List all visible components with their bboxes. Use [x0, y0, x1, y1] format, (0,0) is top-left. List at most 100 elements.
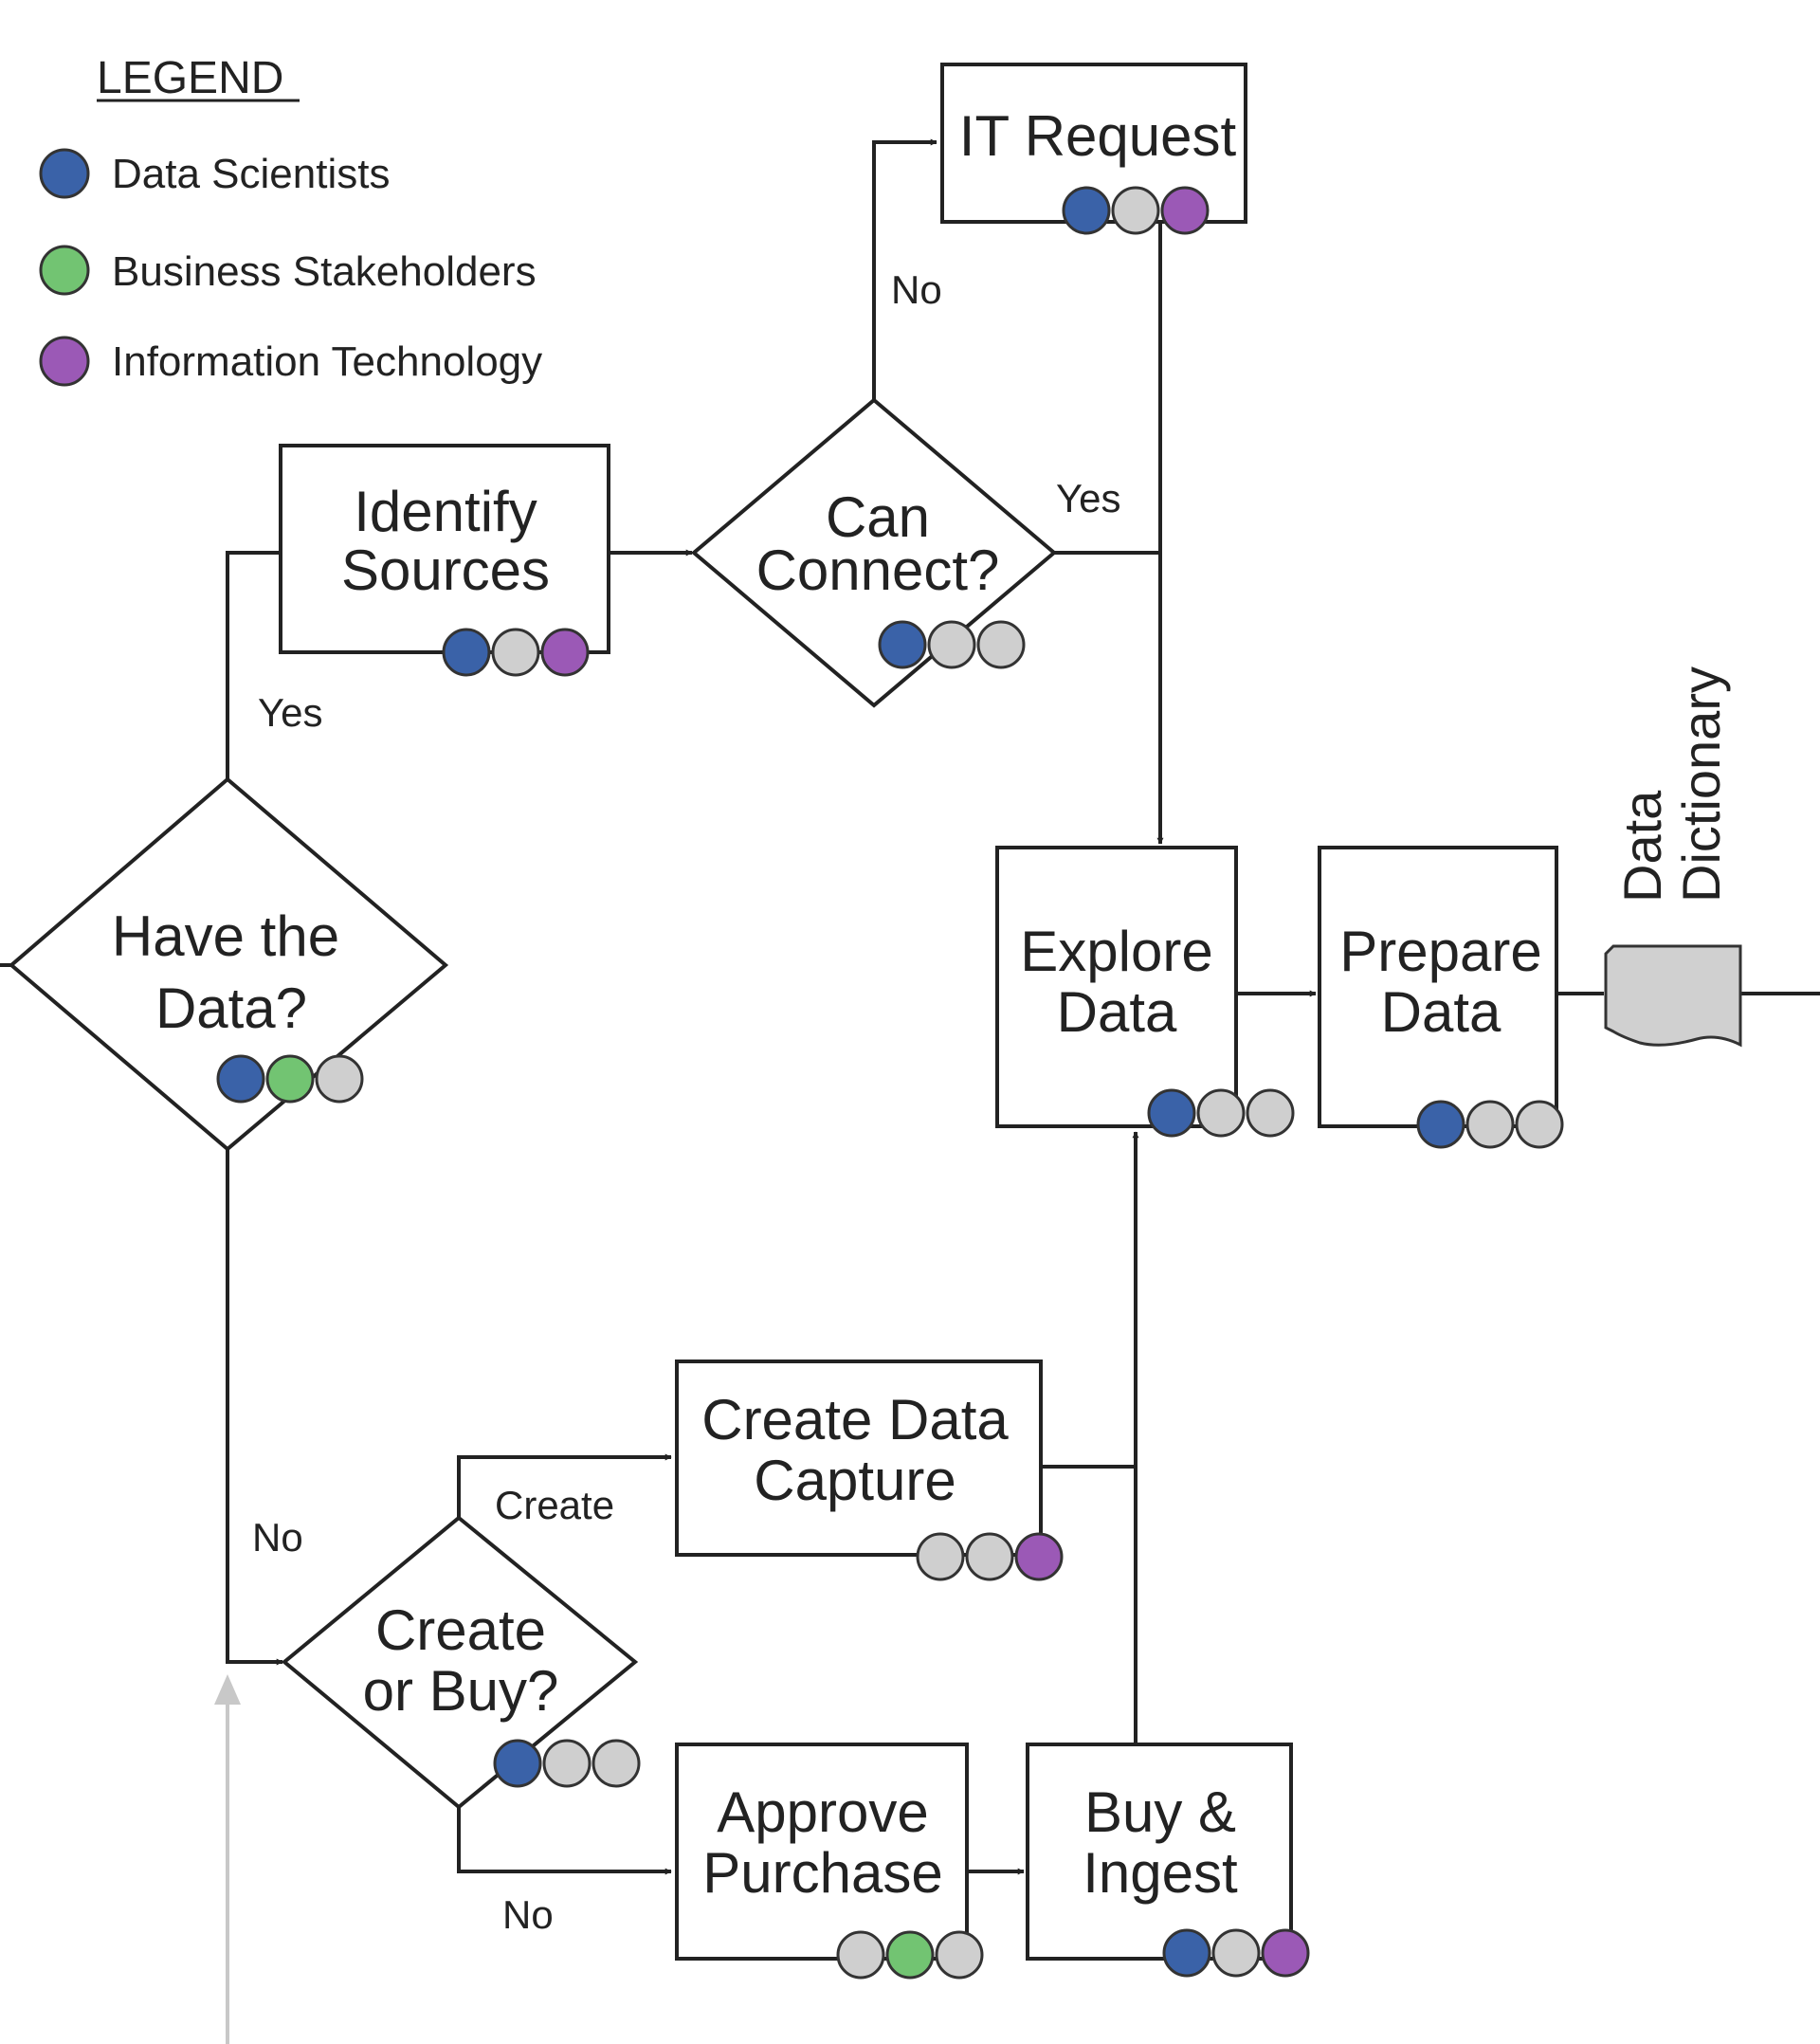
node-it-request: IT Request [940, 63, 1247, 235]
node-buy-and-ingest-roles [1162, 1928, 1310, 1978]
edge-label-no-buy: No [502, 1892, 554, 1937]
data-dictionary-line2: Dictionary [1671, 666, 1731, 903]
node-it-request-roles [1062, 186, 1210, 235]
node-prepare-data-line1: Prepare [1339, 920, 1541, 983]
role-dot-information-technology-inactive [976, 620, 1026, 669]
node-explore-data-roles [1147, 1088, 1295, 1138]
legend-label-business-stakeholders: Business Stakeholders [112, 248, 537, 295]
legend-dot-business-stakeholders [39, 245, 90, 296]
role-dot-information-technology [1261, 1928, 1310, 1978]
role-dot-business-stakeholders-inactive [1196, 1088, 1246, 1138]
role-dot-data-scientists-inactive [836, 1930, 885, 1980]
role-dot-data-scientists [1162, 1928, 1211, 1978]
role-dot-information-technology [1160, 186, 1210, 235]
node-approve-purchase-line1: Approve [717, 1780, 928, 1844]
connectors [0, 138, 1820, 2044]
role-dot-information-technology-inactive [592, 1739, 641, 1788]
data-dictionary: Data Dictionary [1604, 666, 1742, 1048]
node-prepare-data-roles [1416, 1100, 1564, 1149]
node-prepare-data-box [1318, 846, 1558, 1128]
legend-label-data-scientists: Data Scientists [112, 151, 390, 197]
edge-label-no-it: No [891, 267, 942, 312]
node-create-data-capture-box [675, 1360, 1043, 1557]
edge-have-data-yes [226, 551, 281, 779]
legend-dot-information-technology [39, 336, 90, 387]
node-have-the-data-line1: Have the [112, 904, 339, 968]
role-dot-business-stakeholders [885, 1930, 935, 1980]
node-approve-purchase: Approve Purchase [675, 1743, 984, 1980]
node-identify-sources: Identify Sources [279, 444, 610, 677]
role-dot-business-stakeholders-inactive [1465, 1100, 1515, 1149]
node-explore-data-line1: Explore [1020, 920, 1212, 983]
node-explore-data-box [995, 846, 1238, 1128]
node-prepare-data-line2: Data [1381, 980, 1502, 1044]
role-dot-data-scientists [216, 1054, 265, 1104]
node-approve-purchase-box [675, 1743, 969, 1961]
edge-label-create: Create [495, 1483, 614, 1527]
role-dot-data-scientists [1147, 1088, 1196, 1138]
legend-label-information-technology: Information Technology [112, 338, 542, 385]
role-dot-data-scientists [493, 1739, 542, 1788]
node-buy-and-ingest-line1: Buy & [1084, 1780, 1236, 1844]
node-create-data-capture: Create Data Capture [675, 1360, 1064, 1581]
edge-buy-no [457, 1807, 672, 1875]
node-create-or-buy-roles [493, 1739, 641, 1788]
node-approve-purchase-line2: Purchase [702, 1841, 942, 1905]
edge-create [457, 1453, 672, 1518]
role-dot-business-stakeholders-inactive [927, 620, 976, 669]
role-dot-information-technology-inactive [315, 1054, 364, 1104]
role-dot-business-stakeholders-inactive [965, 1532, 1014, 1581]
node-have-the-data-roles [216, 1054, 364, 1104]
role-dot-information-technology-inactive [1246, 1088, 1295, 1138]
node-can-connect-line2: Connect? [756, 538, 1000, 602]
node-can-connect-line1: Can [826, 485, 930, 549]
edge-connect-no [872, 138, 937, 400]
node-create-data-capture-line2: Capture [754, 1449, 956, 1512]
node-it-request-label: IT Request [959, 104, 1237, 168]
node-explore-data-line2: Data [1057, 980, 1177, 1044]
node-explore-data: Explore Data [995, 846, 1295, 1138]
role-dot-data-scientists [1062, 186, 1111, 235]
node-buy-and-ingest: Buy & Ingest [1026, 1743, 1310, 1978]
node-create-or-buy: Create or Buy? [281, 1515, 641, 1810]
node-can-connect-roles [878, 620, 1026, 669]
node-create-or-buy-line2: or Buy? [363, 1659, 559, 1723]
edge-labels: No Yes Yes No Create No [252, 267, 1121, 1937]
edge-label-yes-connect: Yes [1056, 476, 1121, 520]
edge-have-data-no [226, 1149, 283, 1666]
data-dictionary-line1: Data [1612, 790, 1672, 903]
legend-dot-data-scientists [39, 148, 90, 199]
legend: LEGEND Data Scientists Business Stakehol… [39, 53, 542, 387]
node-identify-sources-roles [442, 628, 590, 677]
role-dot-information-technology-inactive [1515, 1100, 1564, 1149]
role-dot-business-stakeholders-inactive [1111, 186, 1160, 235]
role-dot-business-stakeholders-inactive [1211, 1928, 1261, 1978]
role-dot-data-scientists-inactive [916, 1532, 965, 1581]
node-identify-sources-box [279, 444, 610, 654]
node-identify-sources-line2: Sources [341, 538, 550, 602]
edge-label-no-have: No [252, 1515, 303, 1560]
role-dot-information-technology-inactive [935, 1930, 984, 1980]
data-dictionary-document-icon [1604, 944, 1742, 1048]
role-dot-information-technology [540, 628, 590, 677]
node-have-the-data-line2: Data? [155, 976, 307, 1040]
role-dot-business-stakeholders-inactive [491, 628, 540, 677]
node-create-or-buy-diamond [281, 1515, 639, 1810]
edge-label-yes-have: Yes [258, 690, 323, 735]
node-have-the-data: Have the Data? [8, 776, 449, 1152]
node-create-data-capture-line1: Create Data [701, 1388, 1009, 1451]
node-can-connect: Can Connect? [690, 397, 1058, 708]
legend-title: LEGEND [97, 53, 283, 103]
role-dot-data-scientists [878, 620, 927, 669]
node-buy-and-ingest-line2: Ingest [1083, 1841, 1238, 1905]
node-buy-and-ingest-box [1026, 1743, 1293, 1961]
node-prepare-data: Prepare Data [1318, 846, 1564, 1149]
role-dot-data-scientists [1416, 1100, 1465, 1149]
role-dot-data-scientists [442, 628, 491, 677]
node-approve-purchase-roles [836, 1930, 984, 1980]
node-identify-sources-line1: Identify [354, 480, 537, 543]
node-create-or-buy-line1: Create [375, 1598, 546, 1662]
role-dot-information-technology [1014, 1532, 1064, 1581]
role-dot-business-stakeholders-inactive [542, 1739, 592, 1788]
